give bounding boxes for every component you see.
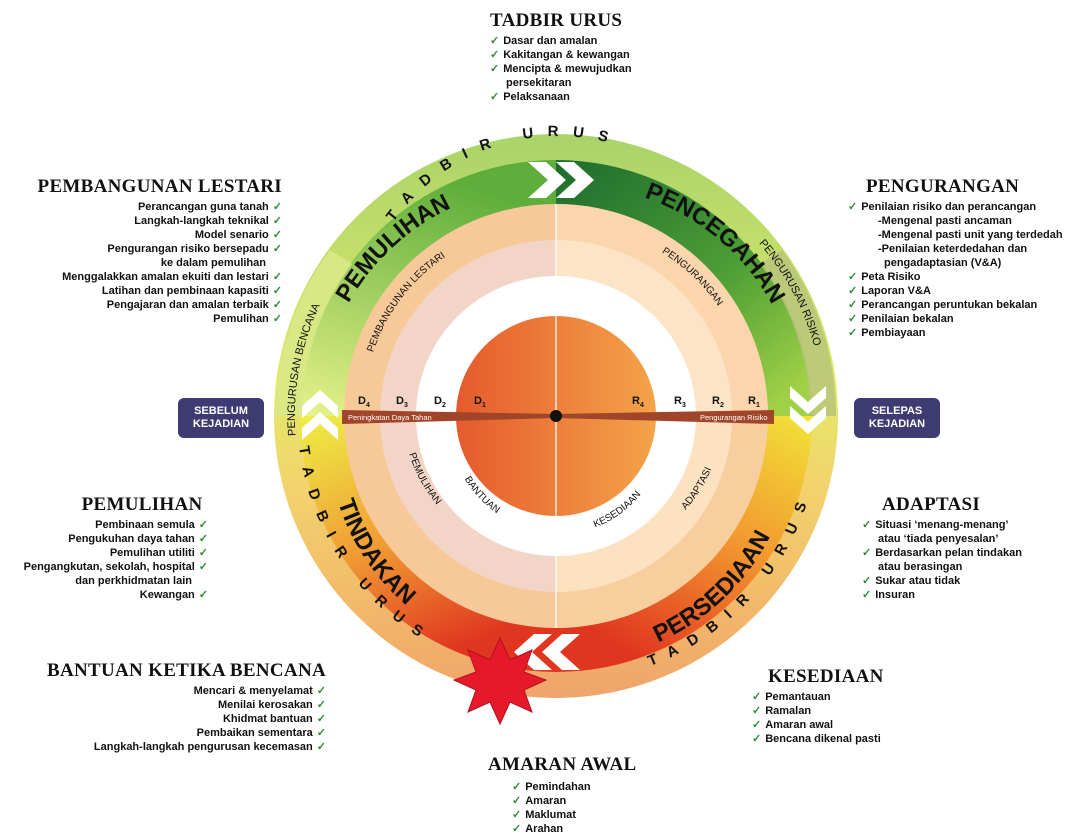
marker-r1: R1 — [748, 395, 760, 409]
marker-d2: D2 — [434, 395, 446, 409]
list-subitem: -Penilaian keterdedahan dan — [878, 243, 1028, 255]
chevron-arrows-top — [528, 162, 594, 198]
list-item: Amaran awal — [752, 718, 884, 732]
list-item-continuation: ke dalam pemulihan — [160, 257, 266, 269]
before-event-pill: SEBELUM KEJADIAN — [178, 398, 264, 438]
list-item: Pelaksanaan — [490, 90, 632, 104]
block-tadbir-urus: TADBIR URUS Dasar dan amalan Kakitangan … — [490, 10, 632, 104]
list-item: Penilaian bekalan — [848, 312, 1063, 326]
chevron-arrows-right — [790, 386, 826, 434]
list-item: Amaran — [512, 794, 636, 808]
list-item: Pengajaran dan amalan terbaik — [38, 298, 282, 312]
list-item: Kewangan — [24, 588, 208, 602]
list-subitem: pengadaptasian (V&A) — [884, 257, 1002, 269]
list-subitem: -Mengenal pasti unit yang terdedah — [878, 229, 1063, 241]
list-item: Pemulihan — [38, 312, 282, 326]
block-bantuan-title: BANTUAN KETIKA BENCANA — [47, 660, 326, 681]
block-adaptasi: ADAPTASI Situasi ‘menang-menang’ atau ‘t… — [862, 494, 1022, 602]
list-item: Langkah-langkah pengurusan kecemasan — [47, 740, 326, 754]
list-item: Situasi ‘menang-menang’ — [862, 518, 1022, 532]
chevron-arrows-bottom — [514, 634, 580, 670]
list-item: Ramalan — [752, 704, 884, 718]
block-pemulihan-title: PEMULIHAN — [81, 494, 203, 515]
list-item: Penilaian risiko dan perancangan — [848, 200, 1063, 214]
list-item: Arahan — [512, 822, 636, 836]
block-pengurangan: PENGURANGAN Penilaian risiko dan peranca… — [848, 176, 1063, 340]
list-item: Kakitangan & kewangan — [490, 48, 632, 62]
marker-d4: D4 — [358, 395, 370, 409]
list-item: Langkah-langkah teknikal — [38, 214, 282, 228]
side-band-left — [275, 250, 352, 416]
block-pembangunan-lestari: PEMBANGUNAN LESTARI Perancangan guna tan… — [38, 176, 282, 326]
list-item: Bencana dikenal pasti — [752, 732, 884, 746]
list-item: Pembaikan sementara — [47, 726, 326, 740]
marker-d1: D1 — [474, 395, 486, 409]
list-item: Pengurangan risiko bersepadu — [38, 242, 282, 256]
chevron-arrows-left — [302, 390, 338, 440]
after-event-pill: SELEPAS KEJADIAN — [854, 398, 940, 438]
axis-right-label: Pengurangan Risiko — [700, 413, 768, 422]
list-item: Pemantauan — [752, 690, 884, 704]
block-kesediaan-title: KESEDIAAN — [768, 666, 884, 687]
list-item: Menggalakkan amalan ekuiti dan lestari — [38, 270, 282, 284]
list-item: Perancangan peruntukan bekalan — [848, 298, 1063, 312]
list-item: Perancangan guna tanah — [38, 200, 282, 214]
side-band-right — [760, 250, 837, 416]
list-item-continuation: dan perkhidmatan lain — [75, 575, 192, 587]
list-item-continuation: persekitaran — [506, 77, 572, 89]
list-item: Maklumat — [512, 808, 636, 822]
list-item: Insuran — [862, 588, 1022, 602]
list-item: Pemulihan utiliti — [24, 546, 208, 560]
list-item: Pemindahan — [512, 780, 636, 794]
list-item-continuation: atau berasingan — [878, 561, 963, 573]
list-item: Mencipta & mewujudkan — [490, 62, 631, 76]
list-item: Pengukuhan daya tahan — [24, 532, 208, 546]
marker-d3: D3 — [396, 395, 408, 409]
list-item: Mencari & menyelamat — [47, 684, 326, 698]
list-subitem: -Mengenal pasti ancaman — [878, 215, 1012, 227]
block-amaran-awal-title: AMARAN AWAL — [488, 754, 637, 775]
list-item: Model senario — [38, 228, 282, 242]
list-item: Dasar dan amalan — [490, 34, 632, 48]
list-item: Khidmat bantuan — [47, 712, 326, 726]
list-item: Pembiayaan — [848, 326, 1063, 340]
block-pengurangan-title: PENGURANGAN — [866, 176, 1020, 197]
marker-r4: R4 — [632, 395, 644, 409]
list-item: Pembinaan semula — [24, 518, 208, 532]
axis-left-label: Peningkatan Daya Tahan — [348, 413, 432, 422]
block-kesediaan: KESEDIAAN Pemantauan Ramalan Amaran awal… — [752, 666, 884, 746]
list-item: Latihan dan pembinaan kapasiti — [38, 284, 282, 298]
block-amaran-awal: AMARAN AWAL Pemindahan Amaran Maklumat A… — [488, 754, 636, 836]
block-bantuan-ketika-bencana: BANTUAN KETIKA BENCANA Mencari & menyela… — [47, 660, 326, 754]
list-item: Pengangkutan, sekolah, hospital — [24, 560, 208, 574]
list-item: Menilai kerosakan — [47, 698, 326, 712]
block-pemulihan: PEMULIHAN Pembinaan semula Pengukuhan da… — [24, 494, 208, 602]
axis-center-dot — [550, 410, 562, 422]
list-item: Sukar atau tidak — [862, 574, 1022, 588]
marker-r2: R2 — [712, 395, 724, 409]
block-pembangunan-lestari-title: PEMBANGUNAN LESTARI — [37, 176, 282, 197]
axis-bar-right — [556, 410, 774, 424]
block-adaptasi-title: ADAPTASI — [882, 494, 981, 515]
disaster-starburst-icon — [452, 636, 548, 726]
list-item: Peta Risiko — [848, 270, 1063, 284]
block-tadbir-urus-title: TADBIR URUS — [490, 10, 623, 31]
list-item-continuation: atau ‘tiada penyesalan’ — [878, 533, 999, 545]
list-item: Laporan V&A — [848, 284, 1063, 298]
axis-bar-left — [342, 410, 556, 424]
marker-r3: R3 — [674, 395, 686, 409]
list-item: Berdasarkan pelan tindakan — [862, 546, 1022, 560]
